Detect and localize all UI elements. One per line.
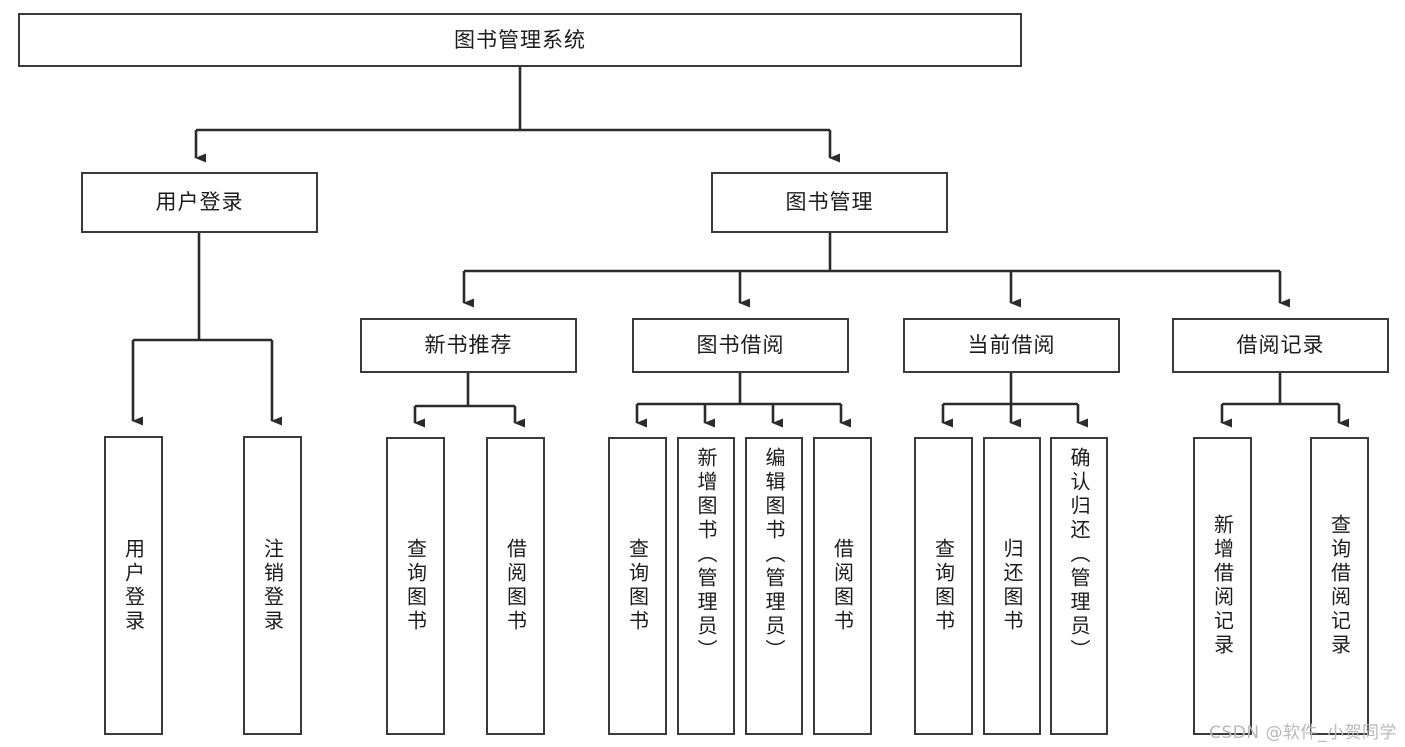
node-label: 用户登录 <box>121 537 146 634</box>
node-label: 新增借阅记录 <box>1210 514 1235 658</box>
leaf-book-borrow-query-book[interactable]: 查询图书 <box>608 437 667 735</box>
node-label: 用户登录 <box>155 190 244 215</box>
leaf-book-borrow-add-book-admin[interactable]: 新增图书（管理员） <box>677 437 735 735</box>
watermark-text: CSDN @软件_小贺同学 <box>1209 723 1397 743</box>
node-book-borrow[interactable]: 图书借阅 <box>632 318 849 373</box>
node-label: 图书管理系统 <box>454 27 586 52</box>
node-label: 借阅记录 <box>1236 333 1325 358</box>
node-label: 借阅图书 <box>503 538 528 634</box>
node-label: 归还图书 <box>1000 538 1024 634</box>
leaf-current-borrow-confirm-return-admin[interactable]: 确认归还（管理员） <box>1050 437 1108 735</box>
node-label: 新书推荐 <box>424 333 513 358</box>
node-user-login[interactable]: 用户登录 <box>81 172 318 233</box>
leaf-borrow-record-add-record[interactable]: 新增借阅记录 <box>1193 437 1252 735</box>
node-label: 借阅图书 <box>830 538 855 634</box>
leaf-book-borrow-edit-book-admin[interactable]: 编辑图书（管理员） <box>745 437 803 735</box>
leaf-current-borrow-return-book[interactable]: 归还图书 <box>983 437 1041 735</box>
node-borrow-record[interactable]: 借阅记录 <box>1172 318 1389 373</box>
leaf-user-login-login[interactable]: 用户登录 <box>104 436 163 735</box>
node-label: 确认归还（管理员） <box>1067 447 1091 663</box>
node-label: 注销登录 <box>260 537 285 634</box>
leaf-borrow-record-query-record[interactable]: 查询借阅记录 <box>1310 437 1369 735</box>
node-new-book-recommend[interactable]: 新书推荐 <box>360 318 577 373</box>
node-current-borrow[interactable]: 当前借阅 <box>903 318 1120 373</box>
node-label: 图书管理 <box>785 190 874 215</box>
node-book-management[interactable]: 图书管理 <box>711 172 948 233</box>
node-label: 图书借阅 <box>696 333 785 358</box>
node-label: 当前借阅 <box>967 333 1056 358</box>
leaf-user-login-logout[interactable]: 注销登录 <box>243 436 302 735</box>
node-label: 查询图书 <box>625 538 650 634</box>
node-label: 编辑图书（管理员） <box>762 447 786 663</box>
node-label: 查询借阅记录 <box>1327 514 1352 658</box>
node-root-system[interactable]: 图书管理系统 <box>18 13 1022 67</box>
leaf-book-borrow-borrow-book[interactable]: 借阅图书 <box>813 437 872 735</box>
node-label: 查询图书 <box>931 538 956 634</box>
leaf-current-borrow-query-book[interactable]: 查询图书 <box>914 437 973 735</box>
leaf-new-book-borrow-book[interactable]: 借阅图书 <box>486 437 545 735</box>
node-label: 新增图书（管理员） <box>694 447 718 663</box>
node-label: 查询图书 <box>403 538 428 634</box>
leaf-new-book-query-book[interactable]: 查询图书 <box>386 437 445 735</box>
